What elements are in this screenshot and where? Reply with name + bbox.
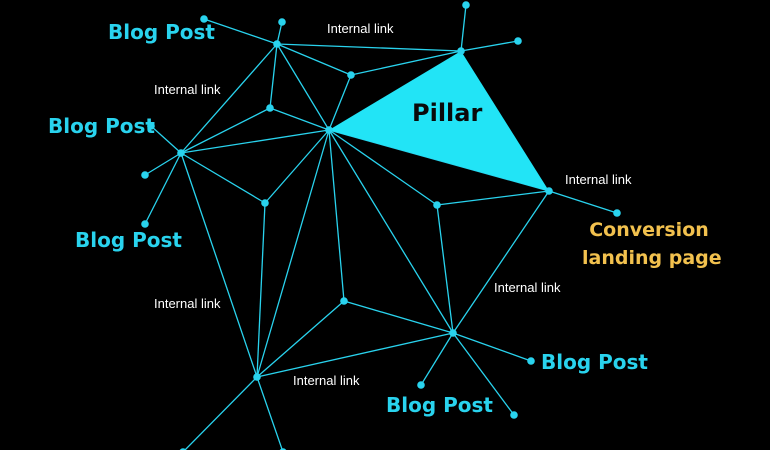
internal-link-edge — [180, 152, 266, 204]
internal-link-edge — [328, 74, 352, 131]
network-node — [510, 411, 518, 419]
blog-post-label-bottom: Blog Post — [386, 393, 493, 417]
network-node — [457, 47, 465, 55]
internal-link-label-lower-right: Internal link — [494, 280, 561, 295]
internal-link-edge — [548, 190, 618, 214]
network-node — [273, 40, 281, 48]
internal-link-edge — [436, 190, 550, 206]
network-node — [340, 297, 348, 305]
blog-post-label-top-left: Blog Post — [108, 20, 215, 44]
pillar-label: Pillar — [412, 99, 483, 127]
internal-link-edge — [276, 43, 462, 52]
network-node — [141, 220, 149, 228]
internal-link-label-top: Internal link — [327, 21, 394, 36]
internal-link-edge — [420, 332, 454, 386]
internal-link-edge — [180, 107, 271, 154]
network-node — [347, 71, 355, 79]
network-node — [527, 357, 535, 365]
network-node — [325, 126, 333, 134]
internal-link-edge — [256, 376, 283, 450]
internal-link-edge — [180, 43, 278, 154]
internal-link-edge — [452, 332, 515, 416]
internal-link-edge — [184, 376, 258, 450]
internal-link-label-upper-left: Internal link — [154, 82, 221, 97]
network-node — [253, 373, 261, 381]
blog-post-label-left: Blog Post — [48, 114, 155, 138]
internal-link-edge — [328, 129, 438, 206]
network-node — [266, 104, 274, 112]
internal-link-label-lower-left: Internal link — [154, 296, 221, 311]
internal-link-edge — [269, 43, 278, 109]
internal-link-edge — [256, 129, 330, 378]
internal-link-edge — [350, 50, 462, 76]
network-node — [514, 37, 522, 45]
conversion-label-line1: Conversion — [589, 219, 709, 241]
network-node — [545, 187, 553, 195]
network-node — [433, 201, 441, 209]
network-node — [261, 199, 269, 207]
internal-link-label-bottom: Internal link — [293, 373, 360, 388]
internal-link-edge — [256, 332, 454, 378]
internal-link-edge — [150, 125, 182, 154]
internal-link-edge — [460, 40, 519, 52]
internal-link-edge — [180, 152, 258, 378]
internal-link-edge — [343, 300, 454, 334]
internal-link-edge — [269, 107, 330, 131]
network-node — [200, 15, 208, 23]
network-node — [141, 171, 149, 179]
network-node — [449, 329, 457, 337]
internal-link-edge — [144, 152, 182, 176]
pillar-triangle — [329, 51, 549, 191]
internal-link-edge — [180, 129, 330, 154]
network-node — [417, 381, 425, 389]
internal-link-edge — [460, 4, 467, 52]
internal-link-edge — [256, 202, 266, 378]
internal-link-edge — [256, 300, 345, 378]
internal-link-label-right: Internal link — [565, 172, 632, 187]
internal-link-edge — [436, 204, 454, 334]
conversion-landing-page-label: Conversion landing page — [582, 216, 722, 272]
network-node — [177, 149, 185, 157]
blog-post-label-right: Blog Post — [541, 350, 648, 374]
internal-link-edge — [328, 129, 454, 334]
internal-link-edge — [276, 43, 352, 76]
internal-link-edge — [264, 129, 330, 204]
network-node — [462, 1, 470, 9]
network-node — [147, 122, 155, 130]
network-node — [613, 209, 621, 217]
internal-link-edge — [452, 332, 532, 362]
internal-link-edge — [203, 18, 278, 45]
internal-link-edge — [328, 129, 345, 302]
internal-link-edge — [452, 190, 550, 334]
blog-post-label-lower-left: Blog Post — [75, 228, 182, 252]
internal-link-edge — [276, 43, 330, 131]
internal-link-edge — [144, 152, 182, 225]
conversion-label-line2: landing page — [582, 247, 722, 269]
network-node — [278, 18, 286, 26]
